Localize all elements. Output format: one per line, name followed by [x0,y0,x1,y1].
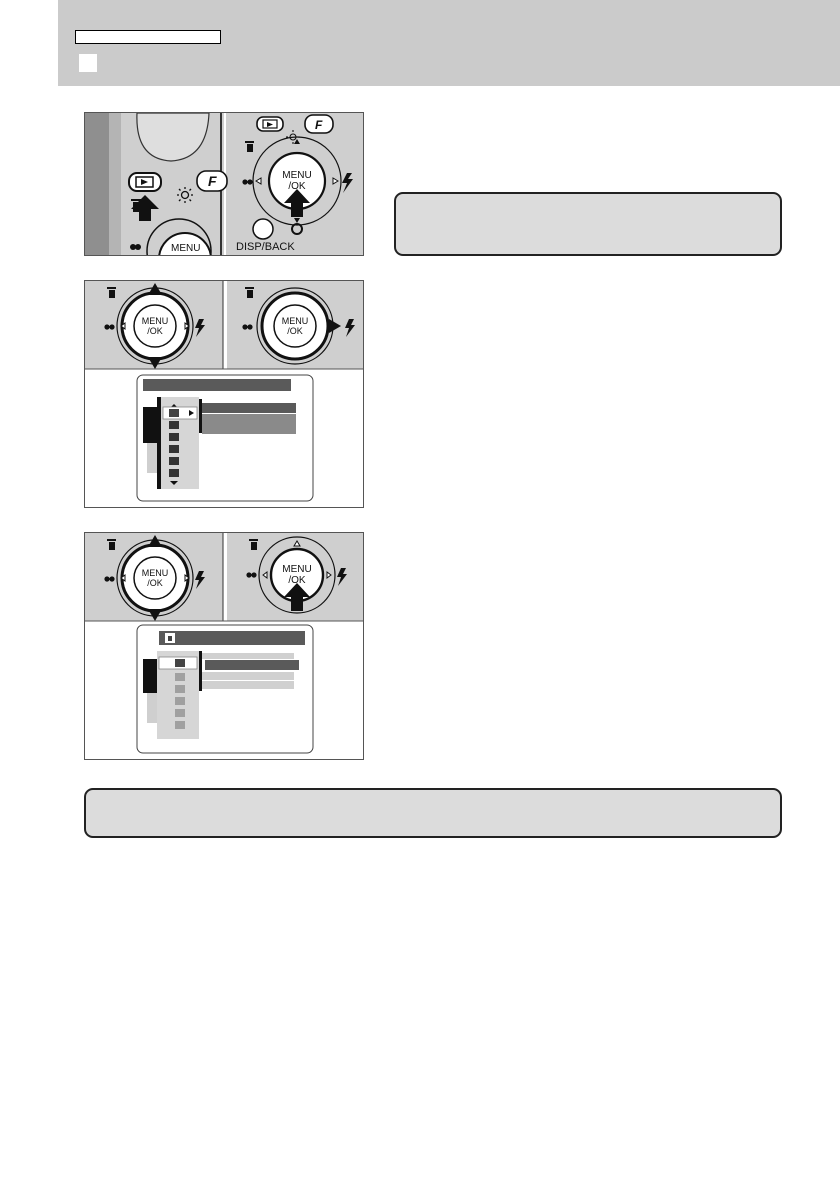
step-1-svg: F MENU F [85,113,363,255]
menu-ok-label: MENU [171,243,200,254]
header-band [58,0,840,86]
submenu-option-highlighted[interactable] [202,403,296,413]
disp-back-button[interactable] [252,218,274,240]
svg-text:MENU: MENU [282,316,309,326]
macro-icon [242,179,253,185]
lcd-menu-screen [136,374,314,502]
fn-button-small[interactable]: F [304,114,334,134]
flash-icon [195,319,205,337]
macro-icon [242,324,253,330]
finger-press-icon [284,189,310,217]
svg-text:/OK: /OK [288,575,306,586]
flash-icon [337,568,347,586]
menu-item-icons[interactable] [169,421,179,477]
up-arrow-icon[interactable] [148,283,162,295]
flash-icon [345,319,355,337]
note-box-bottom [84,788,782,838]
menu-title-bar [143,379,291,391]
svg-text:MENU: MENU [282,170,311,181]
svg-text:/OK: /OK [288,181,306,192]
down-arrow-icon[interactable] [148,357,162,369]
self-timer-icon [291,223,303,235]
svg-text:F: F [315,118,323,132]
svg-text:/OK: /OK [147,326,163,336]
lcd-menu-screen [136,624,314,754]
svg-text:MENU: MENU [142,316,169,326]
fn-button[interactable]: F [196,170,228,192]
right-arrow-icon[interactable] [329,319,341,333]
playback-icon [141,179,148,185]
macro-icon [104,576,115,582]
flash-icon [195,571,205,589]
menu-item-icons[interactable] [175,673,185,729]
disp-back-label: DISP/BACK [236,241,295,253]
trash-icon [107,539,116,550]
svg-text:/OK: /OK [287,326,303,336]
svg-text:MENU: MENU [282,564,311,575]
menu-ok-button[interactable] [273,304,317,348]
playback-button-small[interactable] [256,116,284,132]
flash-icon [342,173,353,193]
trash-icon [249,539,258,550]
finger-press-icon [284,583,310,611]
step-3-illustration: MENU /OK MENU /OK [84,532,364,760]
menu-ok-button[interactable] [133,556,177,600]
svg-text:/OK: /OK [147,578,163,588]
step-2-svg: MENU /OK MENU /OK [85,281,363,502]
trash-icon [107,287,116,298]
chapter-tab [75,30,221,44]
macro-icon [246,572,257,578]
trash-icon [245,287,254,298]
svg-text:MENU: MENU [142,568,169,578]
menu-ok-button[interactable] [133,304,177,348]
step-3-svg: MENU /OK MENU /OK [85,533,363,754]
submenu-option-highlighted[interactable] [205,660,299,670]
scroll-arrow-icon [170,481,178,485]
submenu-option[interactable] [202,414,296,434]
section-marker [79,54,97,72]
menu-title-bar [159,631,305,645]
macro-icon [130,244,141,250]
brightness-icon [177,187,193,203]
note-box-step-1 [394,192,782,256]
playback-button[interactable] [128,172,162,192]
finger-press-icon [131,195,159,221]
submenu-option[interactable] [202,672,294,680]
down-arrow-icon[interactable] [148,609,162,621]
macro-icon [104,324,115,330]
up-arrow-icon[interactable] [148,535,162,547]
trash-icon [245,141,254,152]
step-1-illustration: F MENU F [84,112,364,256]
submenu-option[interactable] [202,681,294,689]
step-2-illustration: MENU /OK MENU /OK [84,280,364,508]
fn-icon: F [208,173,217,189]
